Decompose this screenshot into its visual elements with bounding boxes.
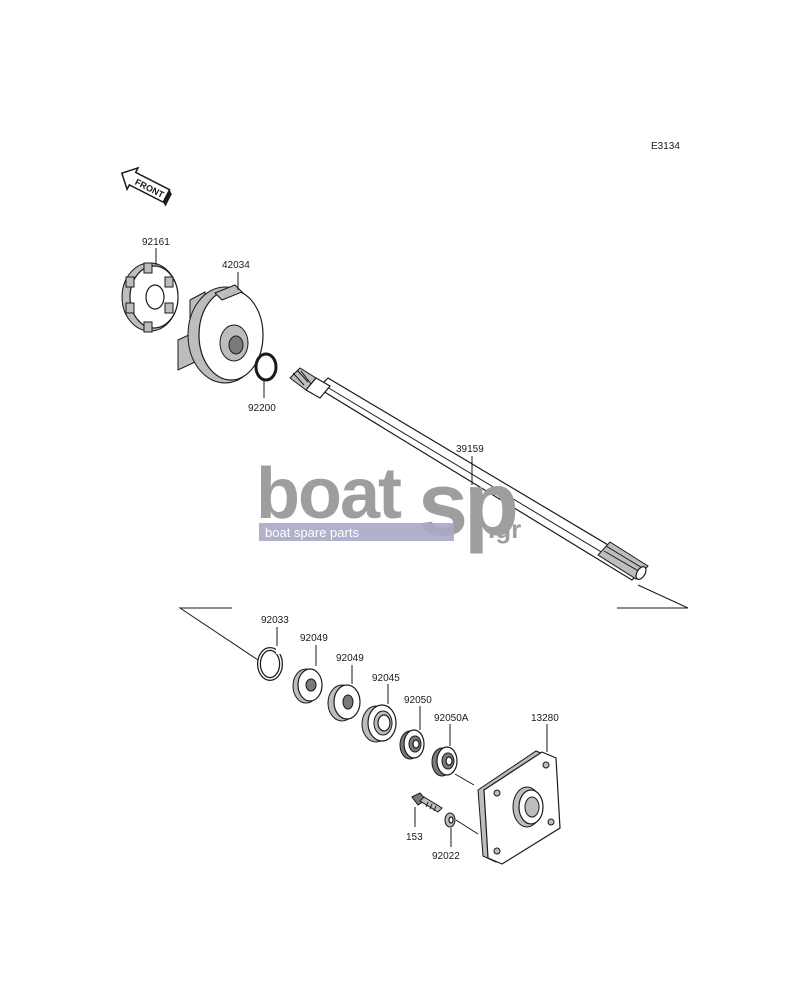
part-153-bolt bbox=[411, 792, 443, 813]
part-92033-circlip bbox=[257, 647, 283, 681]
guide-line-right bbox=[617, 584, 689, 609]
label-92033: 92033 bbox=[261, 615, 289, 626]
part-92022-washer bbox=[444, 812, 456, 828]
label-92050: 92050 bbox=[404, 695, 432, 706]
watermark-tld: .gr bbox=[488, 514, 521, 544]
guide-line-left bbox=[178, 607, 259, 661]
part-92045-bearing bbox=[361, 704, 397, 743]
diagram-code: E3134 bbox=[651, 141, 680, 152]
part-92049-washer-1 bbox=[292, 668, 323, 704]
part-42034-coupling bbox=[177, 284, 264, 384]
watermark-logo: boat sp .gr boat spare parts bbox=[256, 454, 521, 555]
label-39159: 39159 bbox=[456, 444, 484, 455]
watermark-brand-a: boat bbox=[256, 454, 402, 534]
part-13280-holder bbox=[477, 750, 561, 865]
label-92049-b: 92049 bbox=[336, 653, 364, 664]
part-92049-washer-2 bbox=[327, 684, 361, 722]
label-13280: 13280 bbox=[531, 713, 559, 724]
part-92161-damper bbox=[121, 262, 179, 333]
label-92045: 92045 bbox=[372, 673, 400, 684]
part-92200-ring bbox=[254, 352, 278, 382]
part-92050a-seal bbox=[431, 746, 458, 777]
watermark-tagline-bar bbox=[259, 523, 454, 541]
label-92050a: 92050A bbox=[434, 713, 469, 724]
label-92161: 92161 bbox=[142, 237, 170, 248]
watermark-tagline: boat spare parts bbox=[265, 525, 359, 540]
part-92050-seal bbox=[399, 729, 425, 760]
label-42034: 42034 bbox=[222, 260, 250, 271]
label-92200: 92200 bbox=[248, 403, 276, 414]
front-arrow-icon: FRONT bbox=[120, 166, 172, 207]
part-39159-drive-shaft bbox=[289, 367, 649, 581]
label-92049-a: 92049 bbox=[300, 633, 328, 644]
label-153: 153 bbox=[406, 832, 423, 843]
label-92022: 92022 bbox=[432, 851, 460, 862]
